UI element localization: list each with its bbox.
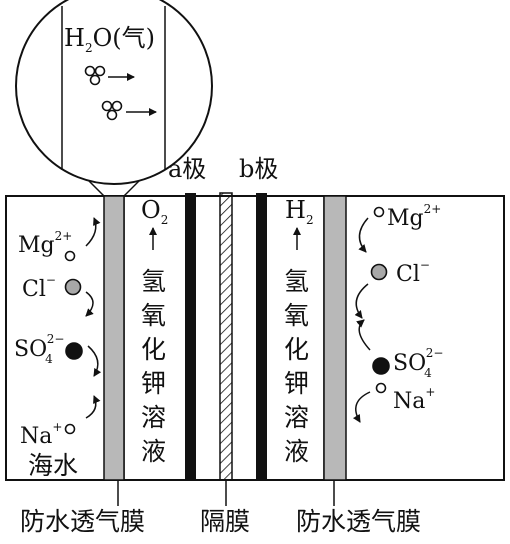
- left-membrane-label: 防水透气膜: [20, 507, 145, 536]
- right-mg-label: Mg2+: [387, 202, 441, 231]
- left-seawater: Mg2+ Cl− SO42− Na+ 海水: [14, 217, 102, 480]
- electrode-b: [256, 193, 267, 480]
- right-seawater: Mg2+ Cl− SO42− Na+: [352, 202, 443, 423]
- right-cl-ion: [370, 263, 388, 281]
- left-na-arrow: [85, 395, 101, 419]
- electrode-b-label: b极: [239, 155, 278, 183]
- water-vapor-label: H2O(气): [64, 24, 155, 55]
- water-molecule-2: [101, 100, 123, 121]
- right-char-6: 液: [284, 437, 309, 466]
- electrode-a: [185, 193, 196, 480]
- seawater-label: 海水: [28, 451, 78, 480]
- right-na-label: Na+: [393, 385, 435, 414]
- left-char-2: 氧: [141, 301, 166, 330]
- left-membrane: [103, 195, 125, 481]
- right-char-3: 化: [284, 335, 309, 364]
- left-so4-label: SO42−: [14, 332, 64, 366]
- right-so4-arrow: [356, 319, 371, 351]
- left-cl-label: Cl−: [22, 273, 56, 302]
- separator: [219, 192, 233, 481]
- left-mg-ion: [64, 250, 76, 262]
- water-molecule-1: [84, 65, 106, 86]
- right-na-ion: [375, 382, 387, 394]
- right-cl-label: Cl−: [396, 258, 430, 287]
- right-membrane: [323, 195, 347, 481]
- left-na-ion: [64, 423, 76, 435]
- right-char-1: 氢: [284, 267, 309, 296]
- left-mg-arrow: [85, 217, 101, 247]
- right-so4-label: SO42−: [393, 346, 443, 380]
- right-char-5: 溶: [284, 403, 309, 432]
- right-membrane-label: 防水透气膜: [296, 507, 421, 536]
- right-solution-label: 氢 氧 化 钾 溶 液: [284, 267, 309, 466]
- right-mg-ion: [373, 206, 385, 218]
- left-char-3: 化: [141, 335, 166, 364]
- electrode-a-label: a极: [168, 155, 206, 183]
- right-mg-arrow: [358, 217, 369, 253]
- left-solution-label: 氢 氧 化 钾 溶 液: [141, 267, 166, 466]
- left-cl-ion: [64, 278, 82, 296]
- magnifier-circle: [15, 0, 213, 185]
- left-char-1: 氢: [141, 267, 166, 296]
- right-cl-arrow: [354, 283, 369, 319]
- left-so4-arrow: [87, 345, 102, 377]
- cell-outline: [5, 195, 505, 481]
- left-char-6: 液: [141, 437, 166, 466]
- left-cl-arrow: [85, 291, 94, 317]
- hydrogen-label: H2: [285, 196, 314, 227]
- left-so4-ion: [65, 342, 83, 360]
- oxygen-label: O2: [141, 196, 168, 227]
- magnifier: H2O(气): [15, 0, 213, 197]
- right-na-arrow: [352, 391, 371, 423]
- separator-label: 隔膜: [200, 507, 250, 536]
- right-so4-ion: [372, 357, 390, 375]
- left-char-5: 溶: [141, 403, 166, 432]
- left-mg-label: Mg2+: [18, 229, 72, 258]
- right-char-2: 氧: [284, 301, 309, 330]
- left-na-label: Na+: [20, 420, 62, 449]
- right-char-4: 钾: [284, 369, 309, 398]
- left-char-4: 钾: [141, 369, 166, 398]
